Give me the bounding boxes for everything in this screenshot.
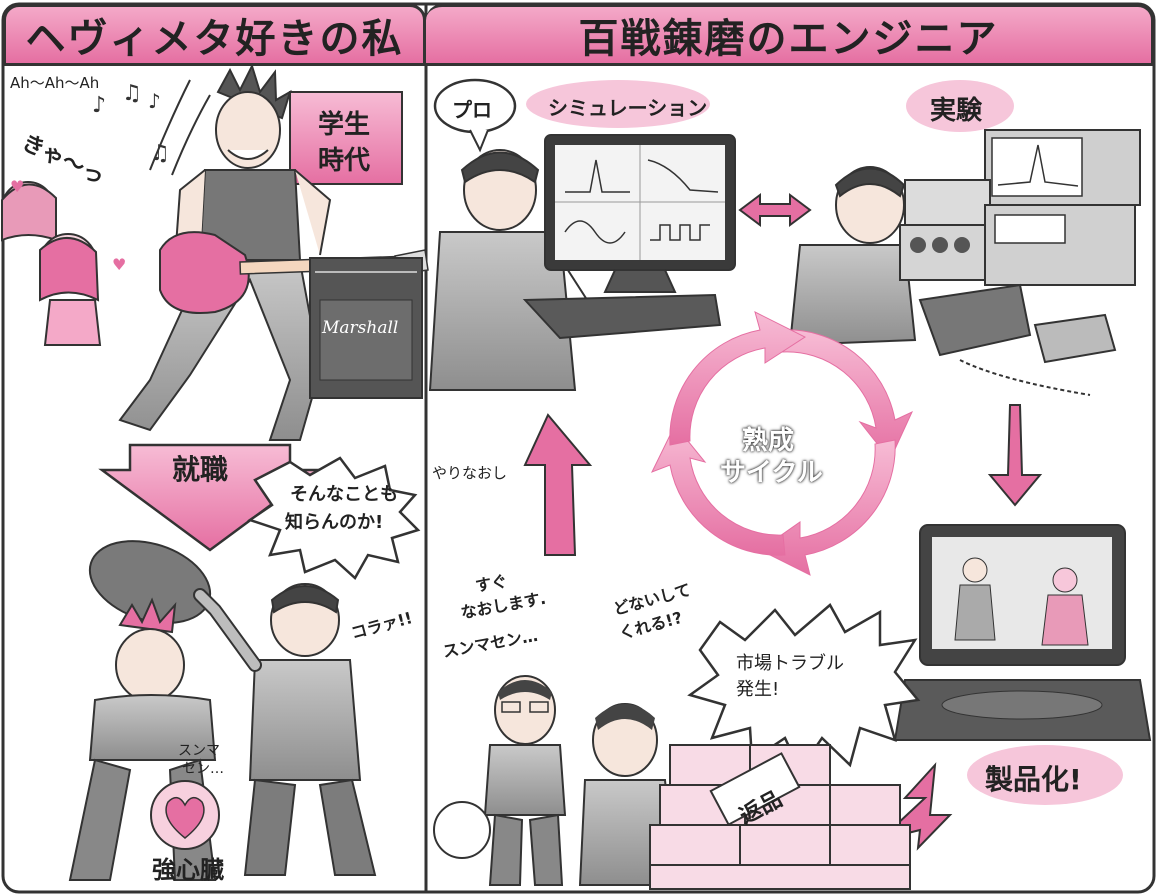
experiment-label: 実験 [930,96,983,126]
product-label-blob [967,745,1123,805]
up-arrow-icon [523,413,593,556]
music-note-icon: ♫ [122,81,142,106]
double-arrow-icon [738,193,812,227]
left-panel-title: ヘヴィメタ好きの私 [3,4,426,66]
product-label: 製品化! [985,763,1082,796]
chant-label: Ah～Ah～Ah [10,74,100,92]
amp-brand-label: Marshall [322,318,399,338]
amplifier [309,257,423,399]
crying-face-icon [433,801,491,859]
computer-monitor [544,134,736,293]
angry-boss [193,583,377,876]
heart-icon [165,796,205,839]
simulation-label-blob [526,80,710,128]
music-note-icon: ♪ [92,93,106,118]
experiment-label-blob [906,80,1014,132]
redo-label: やりなおし [432,464,508,482]
cycle-arrow-icon [779,329,914,461]
boss-shout-line-2: 知らんのか! [285,512,384,533]
maturing-cycle [650,311,914,576]
right-panel-title: 百戦錬磨のエンジニア [426,4,1154,66]
bowing-employee [68,597,220,881]
svg-text:♥: ♥ [112,255,126,274]
keyboard [522,293,722,340]
right-panel [428,78,1152,890]
cycle-arrow-icon [650,424,786,556]
arrow-label: 就職 [172,453,229,486]
fans: ♥ ♥ [1,177,126,346]
cycle-arrow-icon [669,311,807,446]
lab-instruments [899,129,1141,396]
down-arrow-icon [987,404,1043,507]
engineer-at-computer [428,149,602,391]
engineer-in-lab [788,166,917,347]
guitarist [118,63,429,441]
simulation-label: シミュレーション [548,96,708,120]
student-sign-line-2: 時代 [318,146,371,176]
heart-caption: 強心臓 [152,856,224,884]
trouble-speech-bubble [687,603,921,773]
cycle-label-line-1: 熟成 [742,426,795,456]
student-era-sign [289,91,403,185]
boss-speech-bubble [247,456,421,580]
boss-shout-line-1: そんなことも [290,484,398,505]
apologizing-staff [483,675,567,886]
student-sign-line-1: 学生 [318,110,371,140]
svg-text:♥: ♥ [10,177,24,196]
returns-tag [709,752,801,826]
returned-boxes [649,744,911,890]
left-panel: ♪ ♫ ♪ ♫ ♥ ♥ [1,63,429,881]
cycle-arrow-icon [759,439,896,576]
trouble-line-1: 市場トラブル [736,653,844,674]
pro-label: プロ [452,98,492,122]
music-note-icon: ♪ [148,89,161,113]
trouble-line-2: 発生! [736,679,780,700]
apology-line-2: セン… [182,761,224,777]
television [893,524,1152,741]
cycle-label-line-2: サイクル [720,458,823,488]
apology-line-1: スンマ [178,743,220,759]
